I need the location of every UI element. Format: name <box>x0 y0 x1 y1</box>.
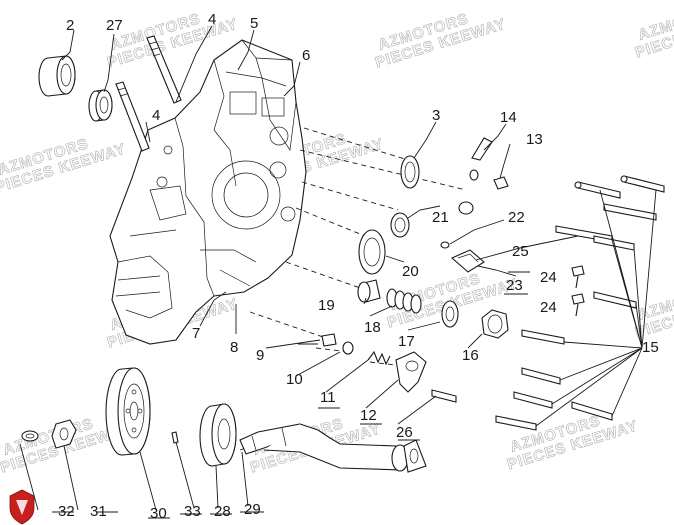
bearing-27 <box>88 89 113 122</box>
leader-lines <box>19 25 579 511</box>
nut-13 <box>493 176 509 190</box>
callout-numbers: 2 27 4 5 6 4 3 14 13 21 22 25 23 24 24 2… <box>58 11 659 522</box>
callout-21: 21 <box>432 209 449 226</box>
flywheel-30 <box>105 367 151 456</box>
shield-logo-icon <box>9 489 35 525</box>
callout-10: 10 <box>286 371 303 388</box>
callout-18: 18 <box>364 319 381 336</box>
callout-26: 26 <box>396 424 413 441</box>
callout-2: 2 <box>66 17 74 34</box>
callout-5: 5 <box>250 15 258 32</box>
sleeve-19 <box>357 279 381 303</box>
plate-23 <box>450 249 485 273</box>
key-33 <box>171 431 179 444</box>
small-washer-32 <box>21 430 39 442</box>
callout-20: 20 <box>402 263 419 280</box>
callout-4b: 4 <box>152 107 160 124</box>
leader-fan-15 <box>535 189 657 427</box>
pin-9 <box>321 333 337 347</box>
callout-17: 17 <box>398 333 415 350</box>
clip-14 <box>469 137 493 181</box>
callout-9: 9 <box>256 347 264 364</box>
callout-15: 15 <box>642 339 659 356</box>
callout-32: 32 <box>58 503 75 520</box>
washer-10 <box>342 341 354 355</box>
callout-25: 25 <box>512 243 529 260</box>
callout-33: 33 <box>184 503 201 520</box>
spring-11 <box>367 350 391 366</box>
bushing-21 <box>390 201 474 238</box>
callout-13: 13 <box>526 131 543 148</box>
callout-28: 28 <box>214 503 231 520</box>
oil-seal-2 <box>38 55 76 97</box>
callout-3: 3 <box>432 107 440 124</box>
callout-31: 31 <box>90 503 107 520</box>
small-bolts-24 <box>571 265 585 317</box>
callout-24b: 24 <box>540 299 557 316</box>
stud-bolt-4-short <box>115 81 150 152</box>
dowel-pin-22 <box>440 241 450 249</box>
nut-31 <box>51 419 77 449</box>
callout-23: 23 <box>506 277 523 294</box>
callout-7: 7 <box>192 325 200 342</box>
crankshaft-29 <box>239 423 427 473</box>
pin-26 <box>431 389 457 403</box>
washer-17 <box>441 300 459 328</box>
callout-16: 16 <box>462 347 479 364</box>
shift-arm-12 <box>395 351 427 393</box>
callout-30: 30 <box>150 505 167 522</box>
callout-27: 27 <box>106 17 123 34</box>
callout-8: 8 <box>230 339 238 356</box>
bearing-28 <box>199 403 237 467</box>
callout-24a: 24 <box>540 269 557 286</box>
crankcase-half <box>109 39 307 345</box>
spring-18 <box>386 288 422 314</box>
cap-bolt-16 <box>481 309 509 339</box>
callout-11: 11 <box>320 389 336 406</box>
callout-22: 22 <box>508 209 525 226</box>
callout-6: 6 <box>302 47 310 64</box>
callout-underlines <box>52 271 530 519</box>
oil-seal-3 <box>400 155 420 189</box>
callout-12: 12 <box>360 407 377 424</box>
callout-19: 19 <box>318 297 335 314</box>
callout-4: 4 <box>208 11 216 28</box>
oil-seal-20 <box>358 229 386 275</box>
stud-bolt-4-long <box>146 35 182 104</box>
callout-14: 14 <box>500 109 517 126</box>
callout-29: 29 <box>244 501 261 518</box>
